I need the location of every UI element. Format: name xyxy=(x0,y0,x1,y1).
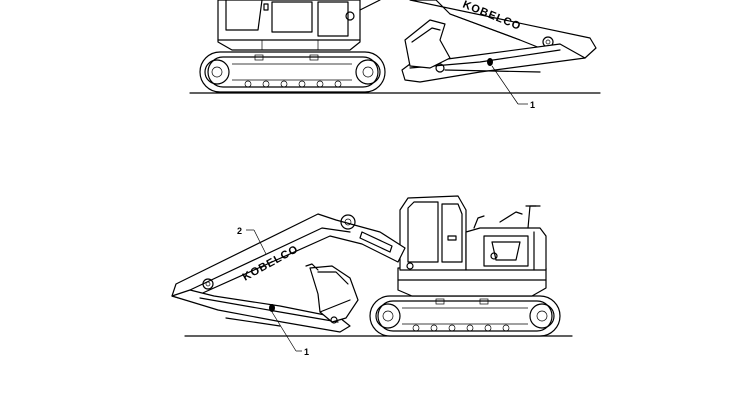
arm-bottom xyxy=(171,289,351,333)
upper-structure-top xyxy=(217,0,361,51)
boom-bottom: KOBELCO xyxy=(171,213,406,301)
excavator-top-view: KOBELCO 1 xyxy=(189,0,601,110)
callout-2-bottom: 2 xyxy=(237,226,267,255)
callout-1-bottom: 1 xyxy=(271,311,309,357)
callout-number: 1 xyxy=(304,347,309,357)
crawler-track-bottom xyxy=(369,295,561,337)
decal-marker-top xyxy=(487,58,493,66)
bucket-bottom xyxy=(305,263,359,324)
callout-number: 1 xyxy=(530,100,535,110)
decal-marker-bottom xyxy=(269,304,275,312)
crawler-track-top xyxy=(199,51,386,93)
upper-structure-bottom xyxy=(397,195,547,297)
excavator-bottom-view: KOBELCO 2 1 xyxy=(171,195,573,357)
arm-bucket-top xyxy=(401,19,586,83)
callout-number: 2 xyxy=(237,226,242,236)
callout-1-top: 1 xyxy=(491,65,535,110)
